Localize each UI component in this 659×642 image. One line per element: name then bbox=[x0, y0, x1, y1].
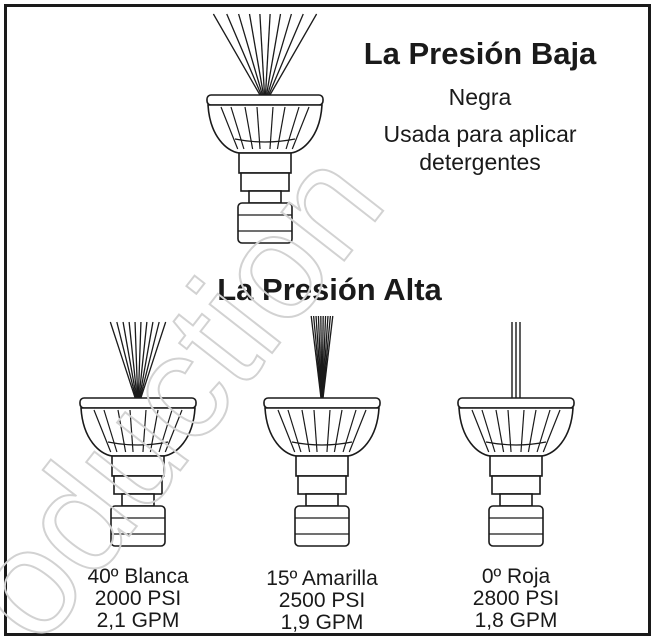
nozzle-label: 15º Amarilla bbox=[266, 567, 378, 590]
spray-fan bbox=[109, 321, 167, 401]
nozzle-body bbox=[237, 152, 293, 244]
nozzle-40-white bbox=[79, 321, 197, 547]
nozzle-caption-15: 15º Amarilla 2500 PSI 1,9 GPM bbox=[242, 568, 402, 634]
low-pressure-color: Negra bbox=[448, 84, 512, 110]
low-pressure-use: Usada para aplicar detergentes bbox=[383, 121, 577, 175]
nozzle-0-red bbox=[457, 322, 575, 547]
nozzle-label: 0º Roja bbox=[481, 565, 551, 588]
nozzle-pressure: 2000 PSI bbox=[94, 587, 182, 610]
nozzle-head bbox=[263, 397, 381, 457]
nozzle-body bbox=[488, 455, 544, 547]
nozzle-head bbox=[206, 94, 324, 154]
nozzle-pressure: 2500 PSI bbox=[278, 589, 366, 612]
nozzle-flow: 1,8 GPM bbox=[474, 609, 558, 632]
nozzle-head bbox=[457, 397, 575, 457]
nozzle-flow: 2,1 GPM bbox=[96, 609, 180, 632]
nozzle-caption-40: 40º Blanca 2000 PSI 2,1 GPM bbox=[58, 566, 218, 632]
nozzle-15-yellow bbox=[263, 315, 381, 547]
low-pressure-title: La Presión Baja bbox=[363, 36, 597, 71]
nozzle-pressure: 2800 PSI bbox=[472, 587, 560, 610]
spray-fan bbox=[511, 322, 521, 400]
nozzle-label: 40º Blanca bbox=[87, 565, 189, 588]
high-pressure-title: La Presión Alta bbox=[217, 272, 442, 307]
nozzle-low-pressure bbox=[206, 13, 324, 244]
nozzle-body bbox=[294, 455, 350, 547]
nozzle-body bbox=[110, 455, 166, 547]
nozzle-head bbox=[79, 397, 197, 457]
spray-fan bbox=[212, 13, 318, 98]
spray-fan bbox=[310, 315, 334, 401]
nozzle-flow: 1,9 GPM bbox=[280, 611, 364, 634]
nozzle-caption-0: 0º Roja 2800 PSI 1,8 GPM bbox=[436, 566, 596, 632]
